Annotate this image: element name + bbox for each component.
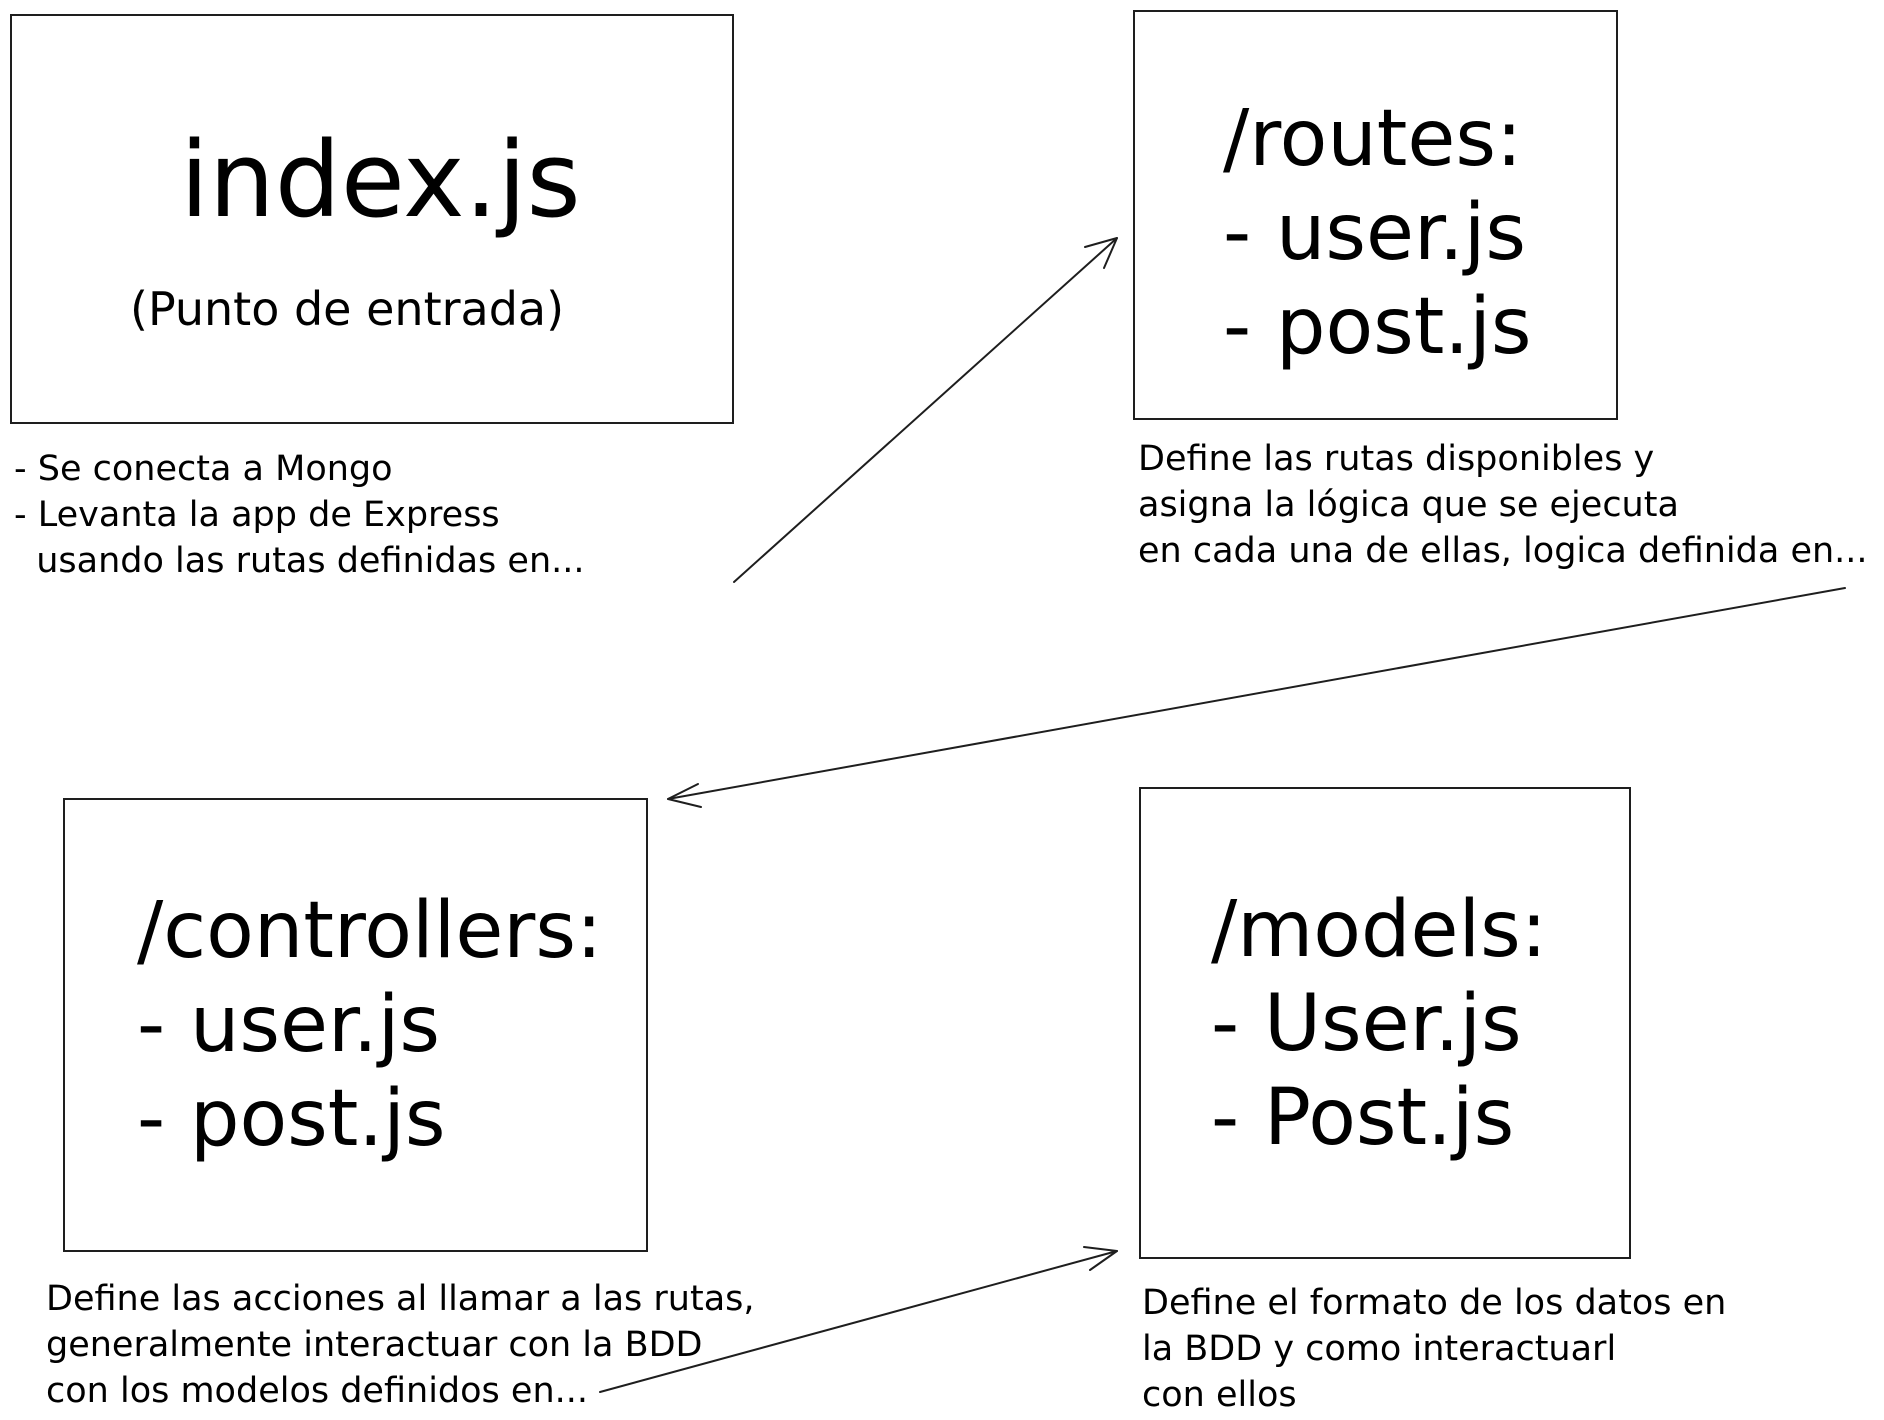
index-box: index.js (Punto de entrada) xyxy=(10,14,734,424)
controllers-heading: /controllers: xyxy=(137,886,603,976)
controllers-file-post: - post.js xyxy=(137,1074,446,1164)
models-note-line: Define el formato de los datos en xyxy=(1142,1283,1727,1323)
routes-note-line: en cada una de ellas, logica definida en… xyxy=(1138,531,1868,571)
arrow-controllers-to-models-head xyxy=(1083,1246,1118,1271)
arrow-routes-to-controllers-shaft xyxy=(667,587,1846,800)
routes-heading: /routes: xyxy=(1223,94,1523,184)
arrow-routes-to-controllers-head xyxy=(667,783,702,808)
controllers-file-user: - user.js xyxy=(137,980,441,1070)
arrow-index-to-routes-head xyxy=(1084,237,1118,269)
routes-note-line: Define las rutas disponibles y xyxy=(1138,439,1655,479)
routes-note-line: asigna la lógica que se ejecuta xyxy=(1138,485,1679,525)
routes-notes: Define las rutas disponibles y asigna la… xyxy=(1138,436,1868,574)
index-notes: - Se conecta a Mongo - Levanta la app de… xyxy=(14,446,585,584)
index-note-line: - Levanta la app de Express xyxy=(14,495,500,535)
controllers-box: /controllers: - user.js - post.js xyxy=(63,798,648,1252)
models-heading: /models: xyxy=(1211,885,1548,975)
arrow-index-to-routes xyxy=(733,237,1118,583)
index-title: index.js xyxy=(180,119,581,241)
routes-file-user: - user.js xyxy=(1223,188,1527,278)
arrow-routes-to-controllers xyxy=(667,587,1846,808)
models-file-user: - User.js xyxy=(1211,979,1522,1069)
controllers-note-line: generalmente interactuar con la BDD xyxy=(46,1325,703,1365)
index-note-line: usando las rutas definidas en... xyxy=(14,541,585,581)
models-notes: Define el formato de los datos en la BDD… xyxy=(1142,1280,1726,1418)
models-note-line: la BDD y como interactuarl xyxy=(1142,1329,1617,1369)
routes-file-post: - post.js xyxy=(1223,282,1532,372)
controllers-note-line: Define las acciones al llamar a las ruta… xyxy=(46,1279,755,1319)
routes-box: /routes: - user.js - post.js xyxy=(1133,10,1618,420)
index-subtitle: (Punto de entrada) xyxy=(130,282,565,336)
controllers-notes: Define las acciones al llamar a las ruta… xyxy=(46,1276,755,1414)
controllers-note-line: con los modelos definidos en... xyxy=(46,1371,589,1411)
models-note-line: con ellos xyxy=(1142,1375,1297,1415)
models-file-post: - Post.js xyxy=(1211,1073,1515,1163)
index-note-line: - Se conecta a Mongo xyxy=(14,449,393,489)
models-box: /models: - User.js - Post.js xyxy=(1139,787,1631,1259)
arrow-index-to-routes-shaft xyxy=(733,237,1118,583)
